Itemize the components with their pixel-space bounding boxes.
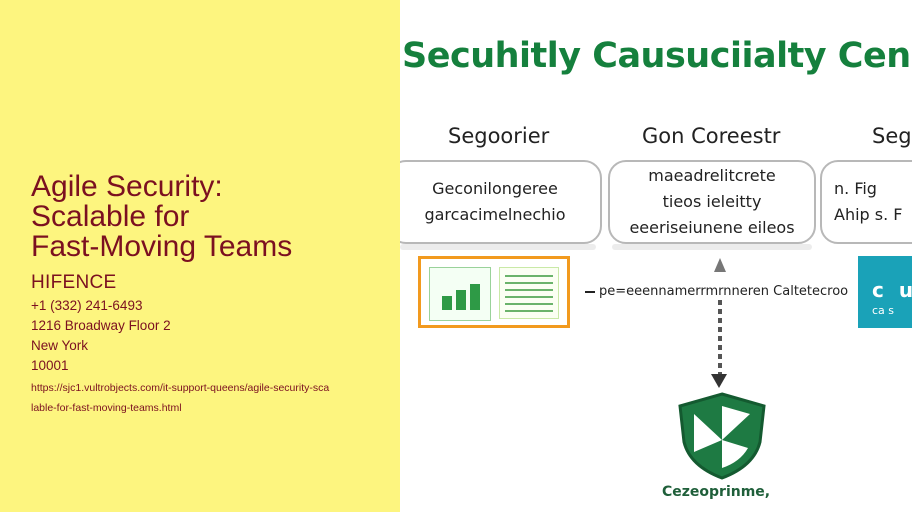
box-3-line-2: Ahip s. F: [834, 205, 903, 224]
title-line-3: Fast-Moving Teams: [31, 230, 293, 263]
mini-bar: [470, 284, 480, 310]
company-name: HIFENCE: [31, 272, 117, 293]
column-heading-2: Gon Coreestr: [642, 124, 781, 148]
mini-bar: [442, 296, 452, 310]
shield-icon: [678, 392, 766, 480]
street-address: 1216 Broadway Floor 2: [31, 318, 171, 333]
zip-code: 10001: [31, 358, 69, 373]
box-2-line-1: maeadrelitcrete: [648, 166, 776, 185]
flow-label: pe=eeennamerrmrnneren Caltetecroo: [595, 284, 853, 299]
dashed-connector: [718, 300, 722, 376]
box-shadow-2: [612, 244, 812, 250]
down-arrow-icon: [711, 374, 727, 388]
box-2-line-3: eeeriseiunene eileos: [629, 218, 795, 237]
concept-box-1: Geconilongeree garcacimelnechio: [400, 160, 602, 244]
column-heading-1: Segoorier: [448, 124, 550, 148]
page-title: Agile Security: Scalable for Fast-Moving…: [31, 172, 391, 262]
mini-bar-chart-icon: [429, 267, 491, 321]
title-line-1: Agile Security:: [31, 170, 223, 203]
shield-label: Cezeoprinme,: [662, 484, 771, 500]
box-1-line-2: garcacimelnechio: [424, 205, 566, 224]
column-heading-3: Seg: [872, 124, 912, 148]
up-arrow-icon: [714, 258, 726, 272]
info-panel: Agile Security: Scalable for Fast-Moving…: [0, 0, 400, 512]
source-url[interactable]: https://sjc1.vultrobjects.com/it-support…: [31, 378, 361, 418]
phone-number: +1 (332) 241-6493: [31, 298, 143, 313]
concept-box-2: maeadrelitcrete tieos ieleitty eeeriseiu…: [608, 160, 816, 244]
box-shadow-1: [400, 244, 596, 250]
teal-panel: c u ca s: [858, 256, 912, 328]
city: New York: [31, 338, 89, 353]
url-line-2[interactable]: lable-for-fast-moving-teams.html: [31, 402, 182, 414]
diagram-image: Secuhitly Causuciialty Cencle Segoorier …: [400, 0, 912, 512]
box-3-line-1: n. Fig: [834, 179, 877, 198]
teal-text-1: c u: [872, 278, 912, 302]
diagram-title: Secuhitly Causuciialty Cencle: [402, 36, 912, 76]
dashboard-panel: [418, 256, 570, 328]
title-line-2: Scalable for: [31, 200, 190, 233]
url-line-1[interactable]: https://sjc1.vultrobjects.com/it-support…: [31, 382, 330, 394]
mini-bar: [456, 290, 466, 310]
concept-box-3: n. Fig Ahip s. F: [820, 160, 912, 244]
mini-table-icon: [499, 267, 559, 319]
box-2-line-2: tieos ieleitty: [662, 192, 762, 211]
teal-text-2: ca s: [872, 304, 895, 317]
box-1-line-1: Geconilongeree: [432, 179, 558, 198]
